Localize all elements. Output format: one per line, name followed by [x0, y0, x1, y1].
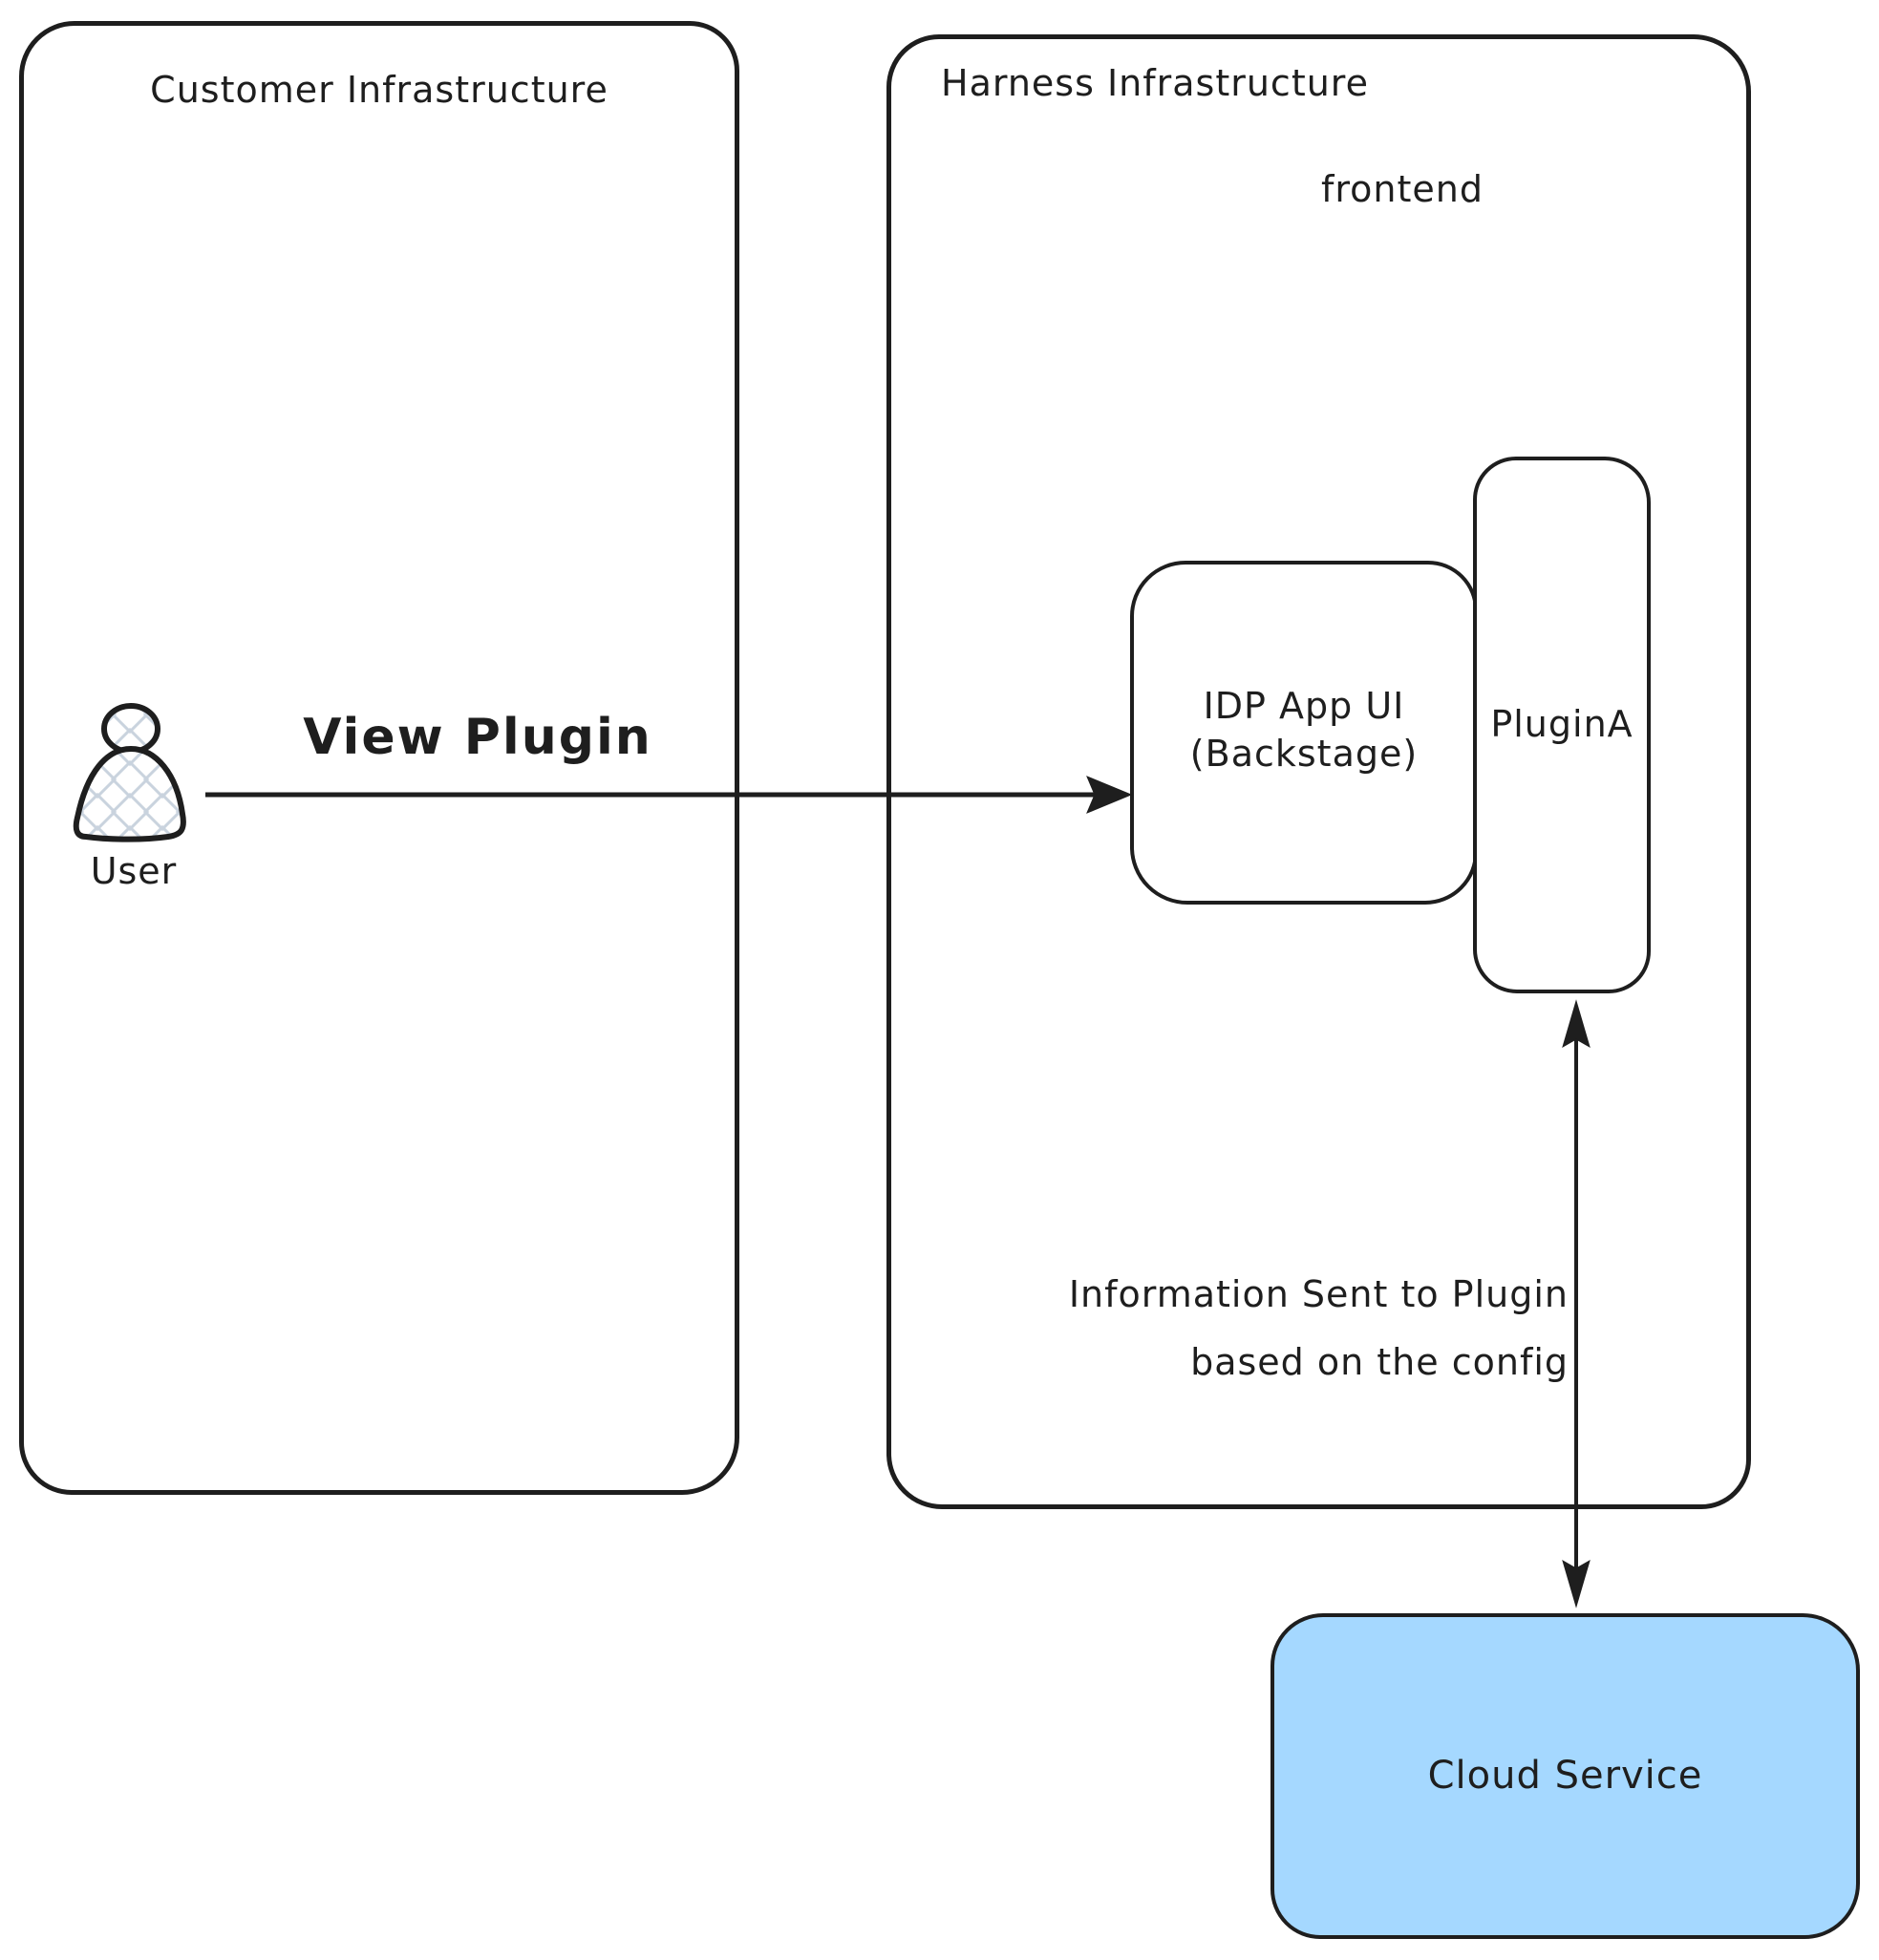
info-arrow-label: Information Sent to Plugin based on the …	[1069, 1261, 1569, 1396]
user-label: User	[90, 850, 178, 892]
idp-app-ui-box	[1130, 561, 1478, 905]
cloud-service-label: Cloud Service	[1427, 1754, 1703, 1798]
harness-box-title: Harness Infrastructure	[941, 62, 1369, 104]
idp-box-label-line2: (Backstage)	[1189, 733, 1419, 775]
plugin-a-label: PluginA	[1490, 703, 1633, 745]
idp-box-label-line1: IDP App UI	[1203, 685, 1405, 727]
idp-box-label: IDP App UI (Backstage)	[1130, 682, 1478, 778]
view-plugin-arrow-label: View Plugin	[303, 709, 652, 766]
cloud-service-box	[1270, 1613, 1860, 1939]
customer-box-title: Customer Infrastructure	[150, 69, 609, 111]
info-arrow-label-line1: Information Sent to Plugin	[1068, 1273, 1569, 1315]
plugin-a-box	[1473, 457, 1651, 993]
frontend-label: frontend	[1321, 168, 1484, 210]
info-arrow-label-line2: based on the config	[1190, 1341, 1569, 1383]
